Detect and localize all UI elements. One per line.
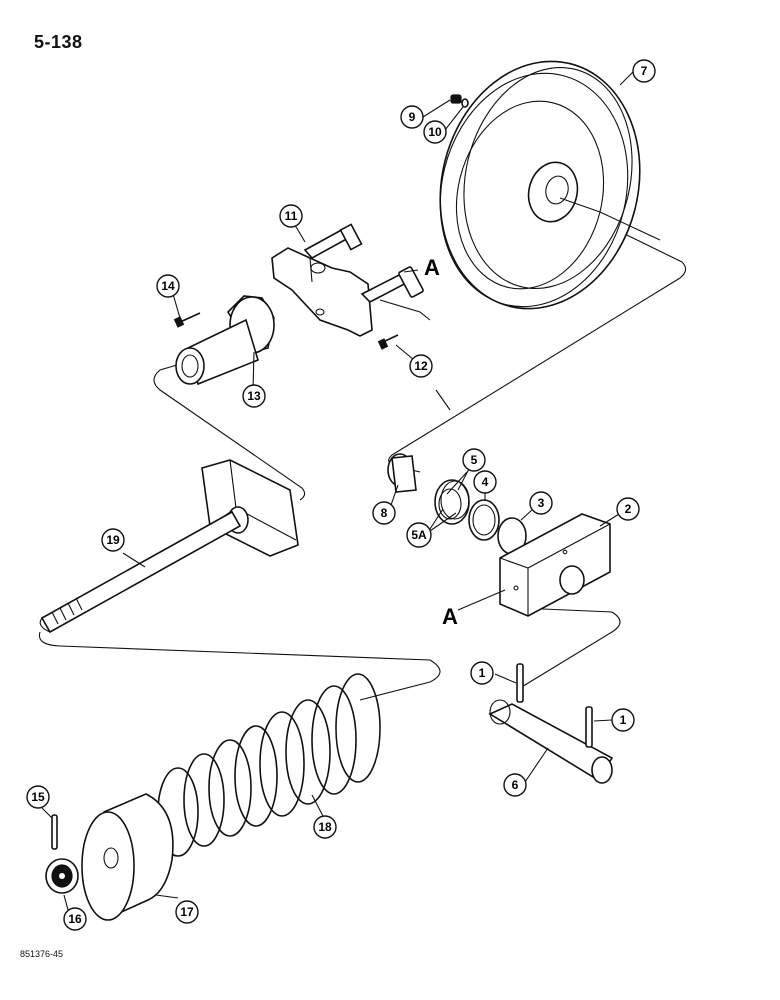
callout-7: 7 [632, 59, 656, 83]
svg-text:5: 5 [471, 453, 478, 467]
svg-text:10: 10 [428, 125, 442, 139]
callout-11: 11 [279, 204, 303, 228]
callout-1-upper: 1 [470, 661, 494, 685]
callout-13: 13 [242, 384, 266, 408]
svg-text:13: 13 [247, 389, 261, 403]
callout-5a: 5A [406, 522, 432, 548]
figure-code: 851376-45 [20, 949, 64, 959]
svg-text:12: 12 [414, 359, 428, 373]
plug [450, 94, 462, 104]
callout-18: 18 [313, 815, 337, 839]
leader-lines [41, 71, 634, 911]
svg-text:17: 17 [180, 905, 194, 919]
recoil-rod [39, 459, 299, 634]
reference-letter-lower: A [442, 604, 458, 629]
svg-text:1: 1 [620, 713, 627, 727]
callout-8: 8 [372, 501, 396, 525]
callout-19: 19 [101, 528, 125, 552]
svg-text:7: 7 [641, 64, 648, 78]
svg-text:3: 3 [538, 496, 545, 510]
idler-mounting-plate [271, 223, 431, 337]
pin [488, 699, 614, 784]
svg-text:19: 19 [106, 533, 120, 547]
bracket-bushing [175, 295, 275, 386]
cap-screw-14 [173, 312, 201, 328]
page-number: 5-138 [34, 32, 83, 52]
svg-text:14: 14 [161, 279, 175, 293]
callout-6: 6 [503, 773, 527, 797]
seal-assembly [434, 479, 470, 525]
svg-text:8: 8 [381, 506, 388, 520]
callout-9: 9 [400, 105, 424, 129]
callout-17: 17 [175, 900, 199, 924]
callout-5: 5 [462, 448, 486, 472]
svg-text:5A: 5A [411, 528, 427, 542]
roll-pin-upper [516, 663, 524, 703]
bushing [387, 453, 417, 493]
o-ring-small [461, 98, 469, 108]
callout-14: 14 [156, 274, 180, 298]
roll-pin-lower [585, 706, 593, 748]
spring-retainer [81, 793, 174, 921]
callout-4: 4 [473, 470, 497, 494]
callout-2: 2 [616, 497, 640, 521]
svg-text:6: 6 [512, 778, 519, 792]
svg-text:16: 16 [68, 912, 82, 926]
callout-1-lower: 1 [611, 708, 635, 732]
cotter-pin [51, 814, 58, 850]
castle-nut [45, 858, 79, 894]
recoil-spring [157, 673, 381, 857]
callout-12: 12 [409, 354, 433, 378]
svg-text:18: 18 [318, 820, 332, 834]
slide-block [499, 513, 611, 617]
svg-text:9: 9 [409, 110, 416, 124]
svg-text:4: 4 [482, 475, 489, 489]
svg-text:1: 1 [479, 666, 486, 680]
retaining-ring [468, 499, 500, 541]
callout-10: 10 [423, 120, 447, 144]
svg-text:2: 2 [625, 502, 632, 516]
svg-text:11: 11 [285, 209, 298, 223]
reference-letter-upper: A [424, 255, 440, 280]
idler-wheel [439, 60, 661, 310]
callout-16: 16 [63, 907, 87, 931]
callout-3: 3 [529, 491, 553, 515]
svg-text:15: 15 [31, 790, 45, 804]
callout-15: 15 [26, 785, 50, 809]
cap-screw-12 [377, 334, 399, 350]
